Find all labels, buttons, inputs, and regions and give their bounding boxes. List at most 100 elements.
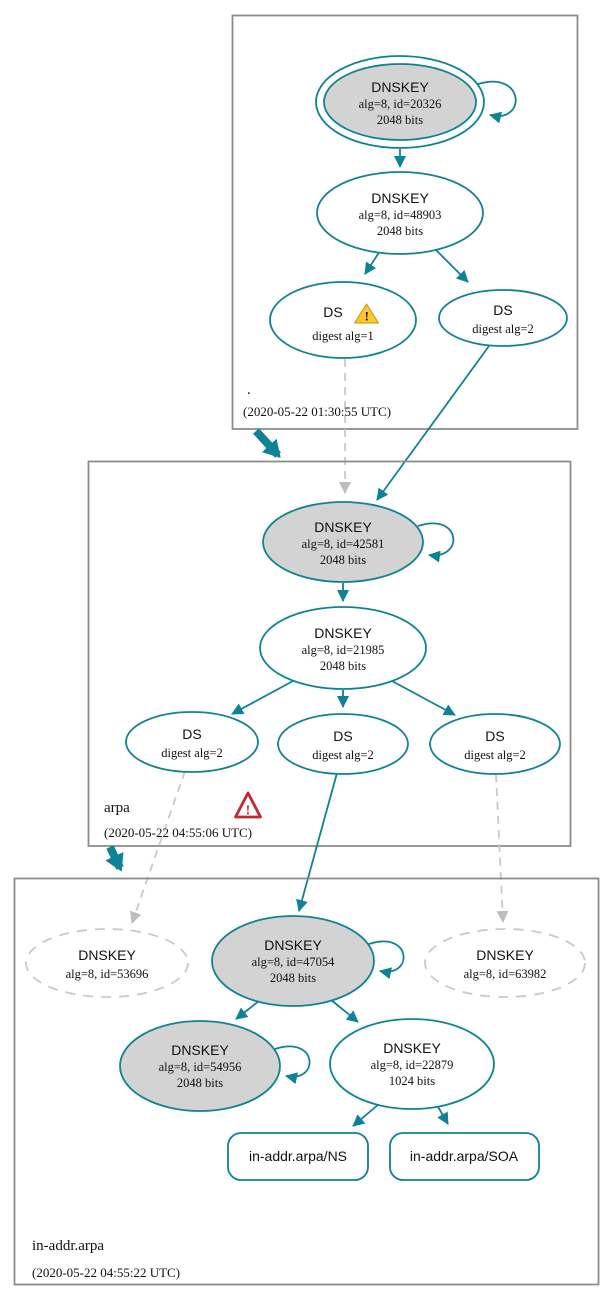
edge-selfsign-47054 bbox=[368, 940, 405, 980]
ds-middle-arpa-node[interactable]: DS digest alg=2 bbox=[277, 713, 409, 775]
edge-selfsign-54956 bbox=[274, 1045, 311, 1085]
node-title: DNSKEY bbox=[171, 1042, 229, 1058]
node-title: DS bbox=[493, 302, 512, 318]
rrset-ns-node[interactable]: in-addr.arpa/NS bbox=[227, 1132, 369, 1181]
node-detail: alg=8, id=21985 bbox=[302, 643, 385, 657]
zone-timestamp-root: (2020-05-22 01:30:55 UTC) bbox=[243, 404, 391, 419]
node-detail: digest alg=2 bbox=[472, 322, 534, 336]
ds-alg2-ellipse bbox=[438, 289, 568, 347]
ds-left-ellipse bbox=[125, 711, 259, 773]
ds-digest-alg2-root-node[interactable]: DS digest alg=2 bbox=[438, 289, 568, 347]
zone-label-root: . bbox=[247, 382, 251, 398]
dnskey-48903-ellipse bbox=[316, 171, 484, 255]
node-bits: 2048 bits bbox=[320, 659, 366, 673]
node-title: DNSKEY bbox=[314, 519, 372, 535]
node-bits: 2048 bits bbox=[270, 971, 316, 985]
node-bits: 2048 bits bbox=[377, 224, 423, 238]
dnskey-47054-node[interactable]: DNSKEY alg=8, id=47054 2048 bits bbox=[211, 915, 375, 1007]
node-detail: digest alg=2 bbox=[161, 746, 223, 760]
node-title: DNSKEY bbox=[476, 947, 534, 963]
zone-label-inaddr: in-addr.arpa bbox=[32, 1238, 104, 1254]
dnskey-20326-inner bbox=[323, 63, 477, 141]
node-title: DNSKEY bbox=[264, 937, 322, 953]
dnskey-63982-node[interactable]: DNSKEY alg=8, id=63982 bbox=[424, 928, 586, 998]
ds-middle-ellipse bbox=[277, 713, 409, 775]
node-detail: digest alg=1 bbox=[312, 329, 374, 343]
node-detail: alg=8, id=22879 bbox=[371, 1058, 454, 1072]
node-bits: 2048 bits bbox=[177, 1076, 223, 1090]
error-icon: ! bbox=[234, 791, 262, 819]
node-detail: alg=8, id=42581 bbox=[302, 537, 385, 551]
dnskey-20326-node[interactable]: DNSKEY alg=8, id=20326 2048 bits bbox=[315, 55, 485, 149]
edge-22879-ns bbox=[352, 1103, 380, 1127]
node-detail: alg=8, id=47054 bbox=[252, 955, 336, 969]
dnskey-47054-ellipse bbox=[211, 915, 375, 1007]
node-bits: 1024 bits bbox=[389, 1074, 435, 1088]
node-detail: alg=8, id=48903 bbox=[359, 208, 442, 222]
node-title: DNSKEY bbox=[314, 625, 372, 641]
dnskey-54956-ellipse bbox=[119, 1020, 281, 1112]
dnskey-22879-node[interactable]: DNSKEY alg=8, id=22879 1024 bits bbox=[329, 1018, 495, 1110]
dnskey-48903-node[interactable]: DNSKEY alg=8, id=48903 2048 bits bbox=[316, 171, 484, 255]
edge-ds1-53696-dashed bbox=[129, 770, 186, 924]
delegation-arrow-root-arpa bbox=[253, 428, 281, 458]
node-title: DS bbox=[182, 726, 201, 742]
rrset-ns-label: in-addr.arpa/NS bbox=[249, 1148, 347, 1164]
dnskey-53696-ellipse bbox=[25, 928, 189, 998]
node-bits: 2048 bits bbox=[377, 113, 423, 127]
dnskey-21985-node[interactable]: DNSKEY alg=8, id=21985 2048 bits bbox=[259, 606, 427, 690]
edge-48903-ds2 bbox=[433, 247, 469, 283]
node-detail: alg=8, id=63982 bbox=[464, 967, 547, 981]
dnskey-53696-node[interactable]: DNSKEY alg=8, id=53696 bbox=[25, 928, 189, 998]
zone-label-arpa: arpa bbox=[104, 800, 130, 816]
svg-text:!: ! bbox=[365, 309, 369, 324]
rrset-soa-node[interactable]: in-addr.arpa/SOA bbox=[389, 1132, 540, 1181]
ds-alg1-ellipse bbox=[269, 281, 417, 359]
edge-21985-ds3 bbox=[391, 680, 456, 716]
node-bits: 2048 bits bbox=[320, 553, 366, 567]
dnskey-42581-node[interactable]: DNSKEY alg=8, id=42581 2048 bits bbox=[262, 501, 424, 583]
dnskey-54956-node[interactable]: DNSKEY alg=8, id=54956 2048 bits bbox=[119, 1020, 281, 1112]
delegation-arrow-arpa-inaddr bbox=[105, 845, 124, 872]
rrset-ns-rect bbox=[227, 1132, 369, 1181]
node-title: DNSKEY bbox=[78, 947, 136, 963]
node-detail: alg=8, id=20326 bbox=[359, 97, 442, 111]
node-detail: alg=8, id=54956 bbox=[159, 1060, 242, 1074]
rrset-soa-label: in-addr.arpa/SOA bbox=[410, 1148, 519, 1164]
zone-timestamp-arpa: (2020-05-22 04:55:06 UTC) bbox=[104, 825, 252, 840]
node-title: DNSKEY bbox=[383, 1040, 441, 1056]
ds-right-ellipse bbox=[429, 713, 561, 775]
rrset-soa-rect bbox=[389, 1132, 540, 1181]
node-detail: digest alg=2 bbox=[464, 748, 526, 762]
node-title: DS bbox=[485, 728, 504, 744]
edge-22879-soa bbox=[436, 1104, 449, 1125]
edge-ds3-63982-dashed bbox=[495, 773, 509, 923]
zone-timestamp-inaddr: (2020-05-22 04:55:22 UTC) bbox=[32, 1265, 180, 1280]
zone-box-root bbox=[231, 14, 579, 430]
edge-47054-54956 bbox=[235, 1000, 260, 1020]
ds-digest-alg1-root-node[interactable]: DS ! digest alg=1 bbox=[269, 281, 417, 359]
edge-ds2-47054 bbox=[296, 772, 338, 912]
node-title: DNSKEY bbox=[371, 79, 429, 95]
zone-box-arpa bbox=[87, 460, 572, 847]
warning-icon: ! bbox=[354, 303, 379, 324]
node-title: DS bbox=[333, 728, 352, 744]
edge-selfsign-20326 bbox=[477, 80, 517, 124]
edge-ds2-42581 bbox=[376, 345, 490, 501]
edge-48903-ds1 bbox=[364, 250, 381, 275]
zone-box-inaddr bbox=[13, 877, 600, 1286]
dnskey-22879-ellipse bbox=[329, 1018, 495, 1110]
edge-21985-ds1 bbox=[231, 680, 294, 715]
dnskey-42581-ellipse bbox=[262, 501, 424, 583]
edge-selfsign-42581 bbox=[417, 522, 455, 563]
node-detail: alg=8, id=53696 bbox=[66, 967, 149, 981]
ds-left-arpa-node[interactable]: DS digest alg=2 bbox=[125, 711, 259, 773]
ds-right-arpa-node[interactable]: DS digest alg=2 bbox=[429, 713, 561, 775]
dnskey-63982-ellipse bbox=[424, 928, 586, 998]
node-title: DS bbox=[323, 304, 342, 320]
node-detail: digest alg=2 bbox=[312, 748, 374, 762]
node-title: DNSKEY bbox=[371, 190, 429, 206]
dnskey-21985-ellipse bbox=[259, 606, 427, 690]
